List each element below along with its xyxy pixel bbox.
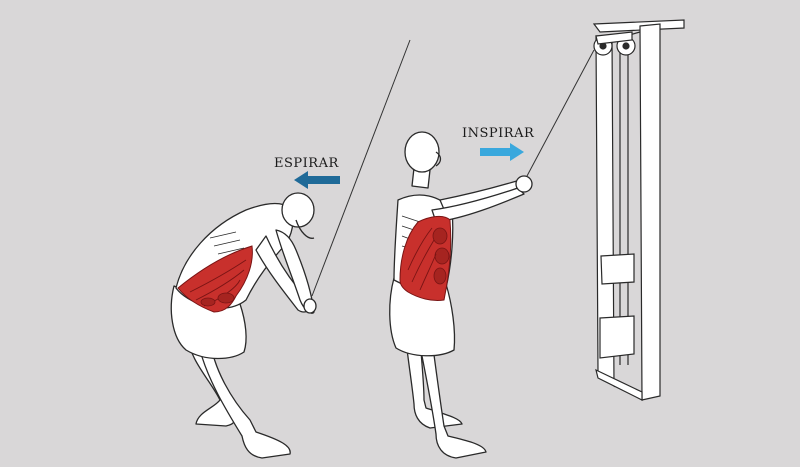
right-figure-hand — [515, 175, 533, 193]
left-figure-muscles — [177, 245, 253, 313]
weight-block-top — [600, 253, 635, 285]
arrow-left-icon — [294, 171, 340, 189]
arrow-right-icon — [480, 143, 524, 161]
exhale-arrow-head — [294, 171, 308, 189]
machine-right-upright — [639, 23, 661, 401]
right-figure-arm-front — [431, 187, 525, 223]
weight-stack — [599, 315, 635, 359]
left-figure-hand — [303, 298, 317, 314]
figure-bent-over — [170, 192, 317, 459]
exhale-arrow-shaft — [306, 176, 340, 184]
figure-standing — [389, 131, 533, 459]
machine-base — [595, 368, 643, 401]
right-figure-muscles — [399, 215, 452, 301]
right-figure-back-leg — [405, 339, 463, 429]
cable-machine — [592, 19, 685, 401]
inhale-arrow-shaft — [480, 148, 512, 156]
cable-left — [311, 39, 411, 297]
exhale-label: ESPIRAR — [274, 156, 339, 171]
cable-right — [526, 49, 595, 177]
left-figure-head — [281, 192, 315, 228]
right-figure-head — [404, 131, 440, 173]
inhale-arrow-head — [510, 143, 524, 161]
machine-top-bar — [592, 19, 685, 33]
inhale-label: INSPIRAR — [462, 126, 535, 141]
right-figure-front-leg — [419, 339, 487, 459]
